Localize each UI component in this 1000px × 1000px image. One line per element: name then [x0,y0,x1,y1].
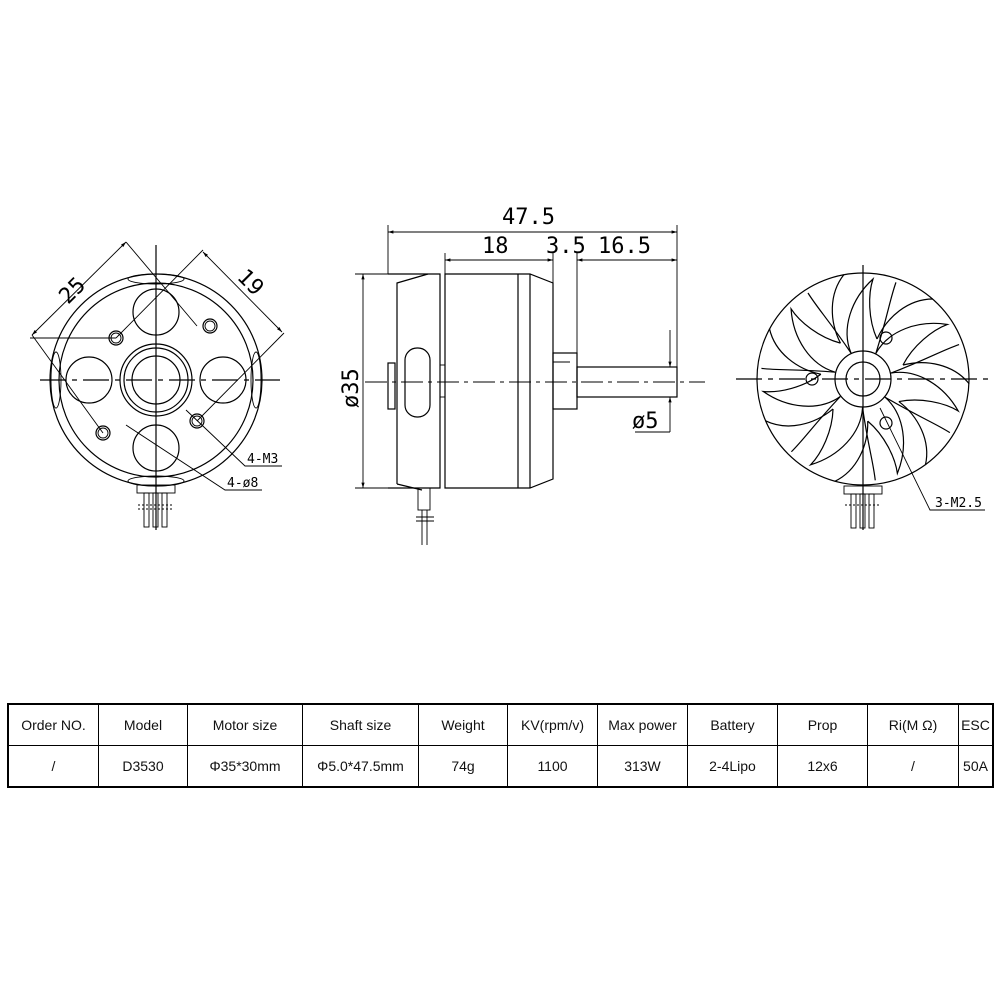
header-max-power: Max power [597,703,688,746]
cell-model: D3530 [98,745,188,788]
header-motor-size: Motor size [187,703,303,746]
label-3-m2-5: 3-M2.5 [935,496,982,511]
cell-motor-size: Φ35*30mm [187,745,303,788]
cell-ri: / [867,745,959,788]
label-4-m3: 4-M3 [247,452,278,467]
header-prop: Prop [777,703,868,746]
table-header-row: Order NO. Model Motor size Shaft size We… [7,703,994,746]
dim-shaft-length: 16.5 [598,234,651,259]
rear-rotor-view: 3-M2.5 [736,261,990,530]
header-esc: ESC [958,703,994,746]
cell-esc: 50A [958,745,994,788]
header-battery: Battery [687,703,778,746]
cell-weight: 74g [418,745,508,788]
header-weight: Weight [418,703,508,746]
label-4-o8: 4-ø8 [227,476,258,491]
spec-table: Order NO. Model Motor size Shaft size We… [7,703,994,788]
dim-bearing-length: 3.5 [546,234,586,259]
cell-shaft-size: Φ5.0*47.5mm [302,745,419,788]
dim-25-label: 25 [55,273,91,309]
cell-prop: 12x6 [777,745,868,788]
dim-body-diameter: ø35 [339,368,364,408]
dim-overall-length: 47.5 [502,205,555,230]
side-view: 47.5 18 3.5 16.5 ø35 ø5 [339,205,705,545]
cell-battery: 2-4Lipo [687,745,778,788]
cell-order-no: / [7,745,99,788]
front-mount-view: 25 19 4-M3 4-ø8 [30,241,285,530]
dim-19-label: 19 [232,265,268,301]
header-ri: Ri(M Ω) [867,703,959,746]
dim-body-length: 18 [482,234,509,259]
table-row: / D3530 Φ35*30mm Φ5.0*47.5mm 74g 1100 31… [7,745,994,788]
dim-shaft-diameter: ø5 [632,409,659,434]
header-model: Model [98,703,188,746]
cell-kv: 1100 [507,745,598,788]
header-order-no: Order NO. [7,703,99,746]
cell-max-power: 313W [597,745,688,788]
header-shaft-size: Shaft size [302,703,419,746]
header-kv: KV(rpm/v) [507,703,598,746]
wire-leads [138,492,174,528]
